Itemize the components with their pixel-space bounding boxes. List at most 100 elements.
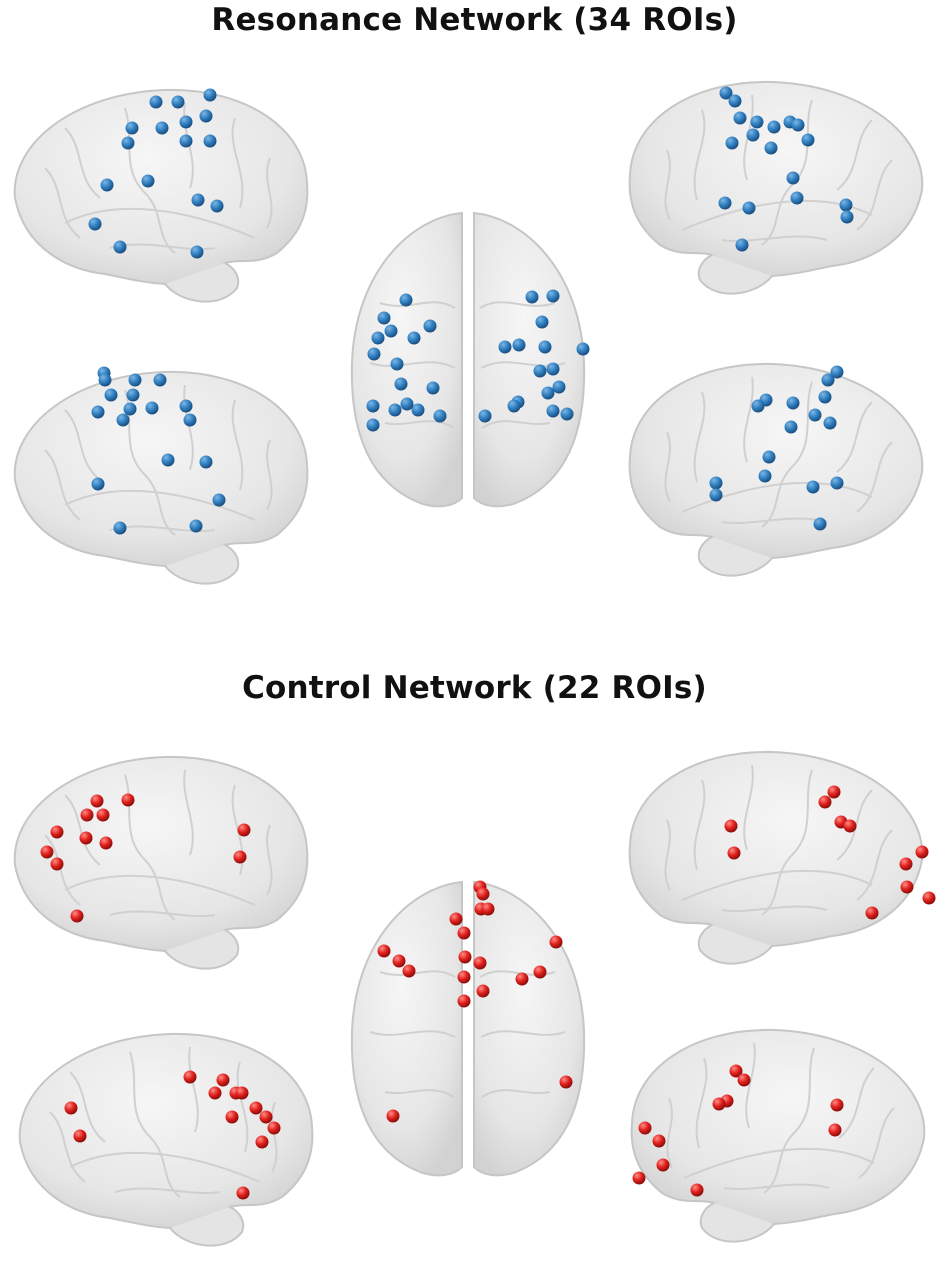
resonance-roi-node: [183, 413, 197, 427]
resonance-roi-node: [839, 198, 853, 212]
control-roi-node: [96, 808, 110, 822]
resonance-roi-node: [538, 340, 552, 354]
resonance-roi-node: [801, 133, 815, 147]
control-roi-node: [900, 880, 914, 894]
resonance-medial-right-lower: [630, 364, 923, 576]
resonance-roi-node: [433, 409, 447, 423]
control-roi-node: [915, 845, 929, 859]
resonance-roi-node: [762, 450, 776, 464]
control-medial-right-lower: [632, 1030, 925, 1242]
control-roi-node: [255, 1135, 269, 1149]
control-roi-node: [208, 1086, 222, 1100]
resonance-roi-node: [384, 324, 398, 338]
resonance-roi-node: [399, 293, 413, 307]
control-roi-node: [90, 794, 104, 808]
resonance-roi-node: [128, 373, 142, 387]
control-roi-node: [632, 1171, 646, 1185]
resonance-roi-node: [733, 111, 747, 125]
resonance-roi-node: [512, 338, 526, 352]
resonance-roi-node: [742, 201, 756, 215]
control-roi-node: [473, 956, 487, 970]
control-roi-node: [481, 902, 495, 916]
resonance-roi-node: [498, 340, 512, 354]
resonance-roi-node: [840, 210, 854, 224]
control-roi-node: [50, 825, 64, 839]
resonance-roi-node: [813, 517, 827, 531]
control-medial-left-lower: [18, 1032, 314, 1247]
resonance-roi-node: [88, 217, 102, 231]
resonance-roi-node: [390, 357, 404, 371]
resonance-lateral-right-upper: [630, 82, 923, 294]
control-roi-node: [40, 845, 54, 859]
resonance-roi-node: [818, 390, 832, 404]
control-roi-node: [386, 1109, 400, 1123]
resonance-roi-node: [121, 136, 135, 150]
control-roi-node: [638, 1121, 652, 1135]
control-roi-node: [828, 1123, 842, 1137]
resonance-roi-node: [830, 476, 844, 490]
control-roi-node: [99, 836, 113, 850]
resonance-roi-node: [149, 95, 163, 109]
control-roi-node: [216, 1073, 230, 1087]
resonance-roi-node: [199, 109, 213, 123]
resonance-roi-node: [141, 174, 155, 188]
control-roi-node: [70, 909, 84, 923]
control-roi-node: [233, 850, 247, 864]
control-roi-node: [652, 1134, 666, 1148]
control-roi-node: [656, 1158, 670, 1172]
resonance-roi-node: [821, 373, 835, 387]
control-network-title: Control Network (22 ROIs): [242, 670, 707, 706]
control-roi-node: [236, 1186, 250, 1200]
resonance-roi-node: [394, 377, 408, 391]
control-roi-node: [818, 795, 832, 809]
control-roi-node: [533, 965, 547, 979]
control-roi-node: [267, 1121, 281, 1135]
resonance-roi-node: [719, 86, 733, 100]
control-roi-node: [476, 887, 490, 901]
resonance-roi-node: [709, 488, 723, 502]
control-roi-node: [737, 1073, 751, 1087]
resonance-roi-node: [576, 342, 590, 356]
control-roi-node: [458, 950, 472, 964]
resonance-roi-node: [507, 399, 521, 413]
resonance-roi-node: [478, 409, 492, 423]
control-roi-node: [476, 984, 490, 998]
resonance-roi-node: [718, 196, 732, 210]
resonance-roi-node: [725, 136, 739, 150]
control-roi-node: [377, 944, 391, 958]
control-roi-node: [457, 994, 471, 1008]
control-roi-node: [690, 1183, 704, 1197]
resonance-roi-node: [388, 403, 402, 417]
resonance-roi-node: [541, 386, 555, 400]
resonance-roi-node: [407, 331, 421, 345]
control-roi-node: [727, 846, 741, 860]
resonance-roi-node: [808, 408, 822, 422]
resonance-roi-node: [91, 405, 105, 419]
resonance-roi-node: [179, 134, 193, 148]
resonance-top-view: [350, 212, 586, 508]
control-roi-node: [79, 831, 93, 845]
control-roi-node: [865, 906, 879, 920]
control-roi-node: [121, 793, 135, 807]
resonance-roi-node: [98, 373, 112, 387]
resonance-roi-node: [709, 476, 723, 490]
control-top-view: [350, 881, 586, 1177]
resonance-roi-node: [546, 289, 560, 303]
control-roi-node: [225, 1110, 239, 1124]
control-roi-node: [843, 819, 857, 833]
control-roi-node: [922, 891, 936, 905]
resonance-roi-node: [113, 521, 127, 535]
resonance-roi-node: [525, 290, 539, 304]
resonance-roi-node: [190, 245, 204, 259]
resonance-roi-node: [400, 397, 414, 411]
control-roi-node: [712, 1097, 726, 1111]
resonance-roi-node: [203, 134, 217, 148]
resonance-roi-node: [751, 399, 765, 413]
resonance-roi-node: [764, 141, 778, 155]
resonance-roi-node: [790, 191, 804, 205]
resonance-roi-node: [823, 416, 837, 430]
resonance-roi-node: [116, 413, 130, 427]
resonance-roi-node: [423, 319, 437, 333]
resonance-roi-node: [411, 403, 425, 417]
